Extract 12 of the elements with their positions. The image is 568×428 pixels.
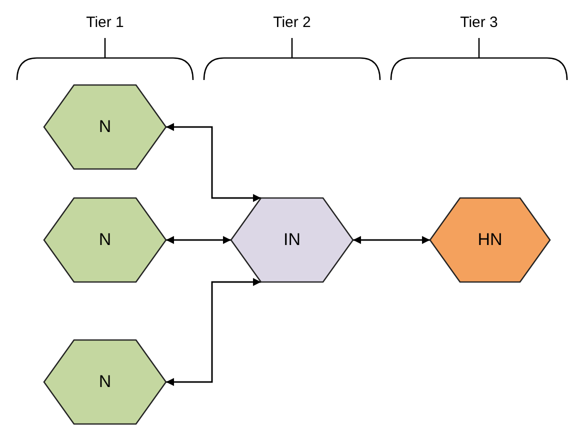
double-arrow xyxy=(166,123,261,202)
double-arrow xyxy=(166,236,231,244)
tier-label: Tier 2 xyxy=(272,14,312,31)
hexagon-node: N xyxy=(44,198,166,282)
hexagon-node: IN xyxy=(231,198,353,282)
hexagon-node: N xyxy=(44,340,166,424)
tier-label: Tier 1 xyxy=(85,14,125,31)
hexagon-node: HN xyxy=(430,198,550,282)
double-arrow xyxy=(353,236,430,244)
double-arrow xyxy=(166,278,261,386)
hexagon-node: N xyxy=(44,85,166,169)
tier-label: Tier 3 xyxy=(459,14,499,31)
